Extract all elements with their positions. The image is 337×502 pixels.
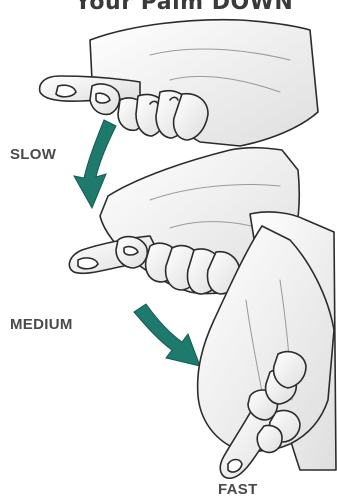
label-slow: SLOW bbox=[10, 146, 56, 163]
label-fast: FAST bbox=[218, 481, 258, 498]
arrow-down-right-icon bbox=[134, 304, 200, 366]
hand-top-icon bbox=[40, 20, 318, 146]
label-medium: MEDIUM bbox=[10, 316, 73, 333]
